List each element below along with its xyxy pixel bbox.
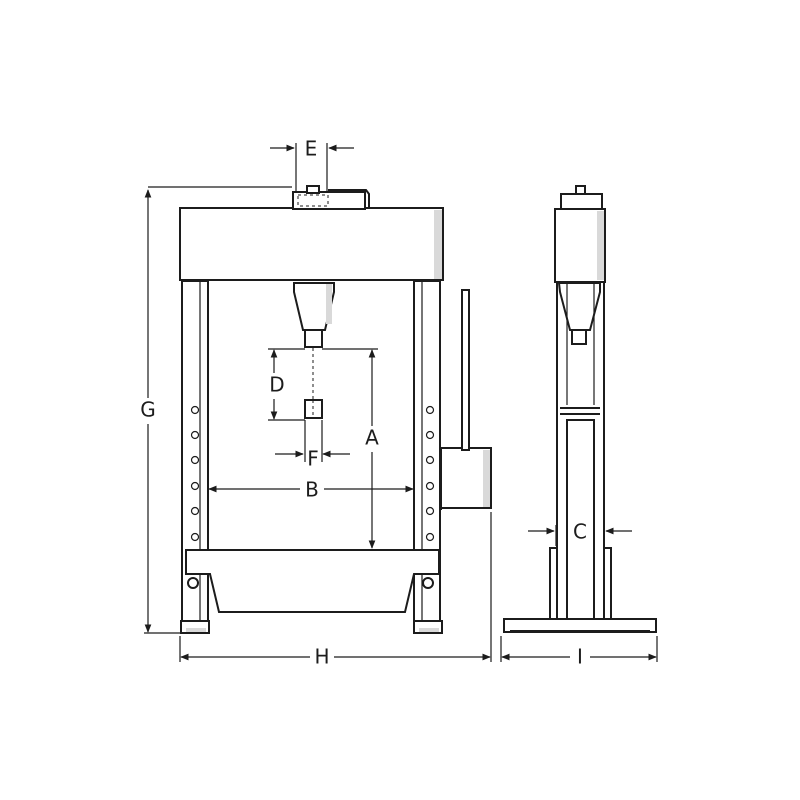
label-d: D bbox=[269, 373, 284, 397]
side-view bbox=[503, 185, 657, 633]
ram-tip bbox=[304, 329, 323, 348]
label-h: H bbox=[314, 645, 329, 669]
side-top-body bbox=[554, 208, 606, 283]
column-holes bbox=[190, 405, 435, 542]
pump-head bbox=[292, 191, 366, 210]
front-view bbox=[179, 185, 492, 634]
label-a: A bbox=[365, 426, 379, 450]
label-i: I bbox=[577, 645, 583, 669]
hand-pump-box bbox=[440, 447, 492, 509]
left-column bbox=[181, 280, 209, 630]
label-b: B bbox=[305, 478, 319, 502]
label-e: E bbox=[305, 137, 318, 161]
cylinder-cone bbox=[293, 282, 335, 331]
label-g: G bbox=[140, 398, 156, 422]
label-c: C bbox=[573, 520, 587, 544]
label-f: F bbox=[307, 447, 319, 471]
top-crossbeam bbox=[179, 207, 444, 281]
dimension-labels: E G D A F B H C I bbox=[137, 137, 592, 670]
press-bed bbox=[185, 549, 440, 613]
pump-lever bbox=[461, 289, 470, 451]
right-column bbox=[413, 280, 441, 630]
